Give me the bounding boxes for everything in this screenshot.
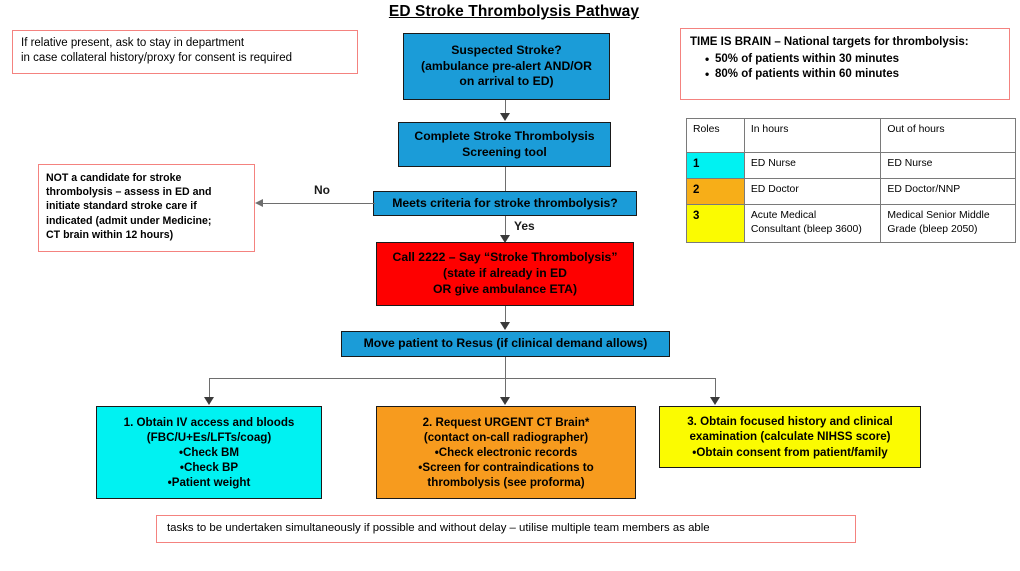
time-is-brain-heading: TIME IS BRAIN – National targets for thr… [690,36,969,48]
table-row-header: Roles In hours Out of hours [686,118,1016,153]
move-to-resus-line1: Move patient to Resus (if clinical deman… [363,336,648,351]
task3-line1: 3. Obtain focused history and clinical [687,415,893,429]
not-candidate-line1: NOT a candidate for stroke [46,172,182,184]
connector-branch-right [715,378,717,398]
task1-line4: •Check BP [179,461,239,475]
arrow-down-icon [500,235,510,243]
role-1-out-of-hours: ED Nurse [880,152,1016,179]
task2-line4: •Screen for contraindications to [418,461,594,475]
roles-table: Roles In hours Out of hours 1 ED Nurse E… [686,118,1016,243]
role-number-2: 2 [686,178,745,205]
not-candidate-line3: initiate standard stroke care if [46,200,197,213]
role-3-in-hours-line1: Acute Medical [750,210,817,221]
edge-label-no: No [312,183,332,197]
flow-node-suspected-stroke: Suspected Stroke? (ambulance pre-alert A… [403,33,610,100]
flow-node-task-1-iv-access: 1. Obtain IV access and bloods (FBC/U+Es… [96,406,322,499]
task1-line3: •Check BM [178,445,240,459]
roles-table-header-out-of-hours: Out of hours [880,118,1016,153]
suspected-stroke-line2: (ambulance pre-alert AND/OR [421,58,592,73]
connector-yes-branch [505,216,507,236]
role-1-in-hours: ED Nurse [743,152,882,179]
roles-table-header-in-hours: In hours [743,118,882,153]
task2-line2: (contact on-call radiographer) [423,430,589,444]
connector-branch-left [209,378,211,398]
time-is-brain-bullet-list: 50% of patients within 30 minutes 80% of… [690,51,1000,83]
flow-node-screening-tool: Complete Stroke Thrombolysis Screening t… [398,122,611,167]
note-not-a-candidate: NOT a candidate for stroke thrombolysis … [38,164,255,252]
edge-label-yes: Yes [512,219,537,233]
page-title: ED Stroke Thrombolysis Pathway [388,3,640,20]
flow-node-call-2222: Call 2222 – Say “Stroke Thrombolysis” (s… [376,242,634,306]
not-candidate-line4: indicated (admit under Medicine; [46,214,212,227]
role-number-1: 1 [686,152,745,179]
roles-table-header-roles: Roles [686,118,745,153]
connector-branch-center [505,378,507,398]
role-number-3: 3 [686,204,745,243]
task1-line5: •Patient weight [167,476,251,490]
task2-line5: thrombolysis (see proforma) [427,476,585,490]
role-3-in-hours: Acute Medical Consultant (bleep 3600) [743,204,882,243]
call-2222-line3: OR give ambulance ETA) [432,281,578,296]
note-tasks-simultaneous: tasks to be undertaken simultaneously if… [156,515,856,543]
connector-branch-bar [209,378,716,380]
flow-node-move-to-resus: Move patient to Resus (if clinical deman… [341,331,670,357]
note-time-is-brain: TIME IS BRAIN – National targets for thr… [680,28,1010,100]
role-2-out-of-hours: ED Doctor/NNP [880,178,1016,205]
task3-line3: •Obtain consent from patient/family [692,445,888,459]
flow-node-task-3-history-exam: 3. Obtain focused history and clinical e… [659,406,921,468]
suspected-stroke-line1: Suspected Stroke? [451,42,562,57]
task2-line1: 2. Request URGENT CT Brain* [422,415,590,429]
call-2222-line1: Call 2222 – Say “Stroke Thrombolysis” [392,250,618,265]
arrow-left-icon [255,199,263,207]
arrow-down-icon [204,397,214,405]
note-relative-line2: in case collateral history/proxy for con… [21,52,293,65]
arrow-down-icon [500,113,510,121]
connector-suspected-to-screening [505,100,507,114]
arrow-down-icon [500,322,510,330]
role-3-in-hours-line2: Consultant (bleep 3600) [750,223,862,235]
call-2222-line2: (state if already in ED [443,266,567,281]
task1-line2: (FBC/U+Es/LFTs/coag) [146,430,272,444]
screening-tool-line2: Screening tool [462,144,547,159]
note-relative-present: If relative present, ask to stay in depa… [12,30,358,74]
tasks-footer-text: tasks to be undertaken simultaneously if… [167,522,710,535]
not-candidate-line5: CT brain within 12 hours) [46,228,174,241]
screening-tool-line1: Complete Stroke Thrombolysis [414,128,595,143]
arrow-down-icon [500,397,510,405]
flow-node-meets-criteria: Meets criteria for stroke thrombolysis? [373,191,637,216]
role-3-out-of-hours-line1: Medical Senior Middle [887,210,990,221]
time-is-brain-bullet-2: 80% of patients within 60 minutes [705,66,1000,83]
arrow-down-icon [710,397,720,405]
connector-screening-to-criteria [505,167,507,191]
role-3-out-of-hours-line2: Grade (bleep 2050) [887,223,978,235]
table-row: 3 Acute Medical Consultant (bleep 3600) … [686,204,1016,243]
task3-line2: examination (calculate NIHSS score) [689,430,891,444]
table-row: 2 ED Doctor ED Doctor/NNP [686,178,1016,205]
suspected-stroke-line3: on arrival to ED) [459,74,554,89]
table-row: 1 ED Nurse ED Nurse [686,152,1016,179]
time-is-brain-bullet-1: 50% of patients within 30 minutes [705,51,1000,68]
task1-line1: 1. Obtain IV access and bloods [123,415,295,429]
note-relative-line1: If relative present, ask to stay in depa… [21,37,245,49]
connector-call2222-to-resus [505,306,507,323]
role-3-out-of-hours: Medical Senior Middle Grade (bleep 2050) [880,204,1016,243]
not-candidate-line2: thrombolysis – assess in ED and [46,186,212,199]
task2-line3: •Check electronic records [434,445,578,459]
flow-node-task-2-ct-brain: 2. Request URGENT CT Brain* (contact on-… [376,406,636,499]
role-2-in-hours: ED Doctor [743,178,882,205]
connector-no-branch [263,203,375,205]
connector-resus-stem [505,357,507,379]
meets-criteria-line1: Meets criteria for stroke thrombolysis? [392,195,618,210]
